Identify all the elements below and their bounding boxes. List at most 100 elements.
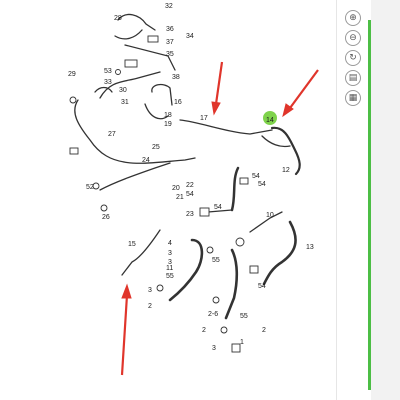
pipe-27 xyxy=(74,99,125,163)
label-13: 13 xyxy=(306,244,314,251)
clip-37 xyxy=(147,35,159,43)
parts-diagram: 28 32 36 37 35 34 29 53 33 30 31 38 16 1… xyxy=(68,3,319,376)
fitting-54 xyxy=(235,237,245,247)
label-3-a: 3 xyxy=(168,250,172,257)
label-15: 15 xyxy=(128,241,136,248)
label-16: 16 xyxy=(174,99,182,106)
label-29: 29 xyxy=(68,71,76,78)
pipe-15 xyxy=(121,229,161,276)
hose-12 xyxy=(270,126,301,176)
label-22: 22 xyxy=(186,182,194,189)
label-35: 35 xyxy=(166,51,174,58)
label-2-a: 2 xyxy=(148,303,152,310)
part-20 xyxy=(199,207,210,217)
clamp-55 xyxy=(206,246,214,254)
bolt-26 xyxy=(100,204,108,212)
hose-lower-center xyxy=(224,248,239,320)
label-2-b: 2 xyxy=(202,327,206,334)
label-55-c: 55 xyxy=(240,313,248,320)
hose-18 xyxy=(144,103,169,120)
hose-13 xyxy=(262,220,297,286)
hose-16 xyxy=(151,83,173,106)
label-14: 14 xyxy=(266,117,274,124)
label-25: 25 xyxy=(152,144,160,151)
label-33: 33 xyxy=(104,79,112,86)
label-4: 4 xyxy=(168,240,172,247)
right-panel xyxy=(371,0,400,400)
hose-10 xyxy=(249,211,283,233)
clamp-2 xyxy=(220,326,228,334)
highlight-marker xyxy=(263,111,277,125)
label-34: 34 xyxy=(186,33,194,40)
pdf-button[interactable]: ▦ xyxy=(345,90,361,106)
pipe-center xyxy=(99,71,161,99)
clamp-55-lower xyxy=(212,296,220,304)
bolt-52 xyxy=(92,182,100,190)
label-52: 52 xyxy=(86,184,94,191)
label-30: 30 xyxy=(119,87,127,94)
label-54-d: 54 xyxy=(214,204,222,211)
label-17: 17 xyxy=(200,115,208,122)
zoom-in-button[interactable]: ⊕ xyxy=(345,10,361,26)
arrow-15-line xyxy=(120,294,129,376)
pipe-24 xyxy=(99,162,171,191)
hose-14 xyxy=(261,135,291,148)
label-54-e: 54 xyxy=(258,283,266,290)
label-23: 23 xyxy=(186,211,194,218)
pipe-25 xyxy=(123,157,196,164)
label-20: 20 xyxy=(172,185,180,192)
label-55-b: 55 xyxy=(166,273,174,280)
label-26: 26 xyxy=(102,214,110,221)
label-19: 19 xyxy=(164,121,172,128)
label-31: 31 xyxy=(121,99,129,106)
label-2-c: 2 xyxy=(262,327,266,334)
accent-strip xyxy=(368,20,371,390)
arrow-17-head xyxy=(211,101,221,116)
bolt-53 xyxy=(115,69,121,75)
label-10: 10 xyxy=(266,212,274,219)
hose-20 xyxy=(207,209,233,213)
arrow-17-line xyxy=(214,61,224,105)
part-54-lower xyxy=(249,265,259,274)
label-54-b: 54 xyxy=(252,173,260,180)
label-54-c: 54 xyxy=(258,181,266,188)
arrow-16-head xyxy=(282,103,294,118)
page-button[interactable]: ▤ xyxy=(345,70,361,86)
label-12: 12 xyxy=(282,167,290,174)
clamp-27 xyxy=(69,147,79,155)
clamp-3 xyxy=(156,284,164,292)
label-1: 1 xyxy=(240,339,244,346)
label-55-a: 55 xyxy=(212,257,220,264)
label-24: 24 xyxy=(142,157,150,164)
label-3-c: 3 xyxy=(148,287,152,294)
label-32: 32 xyxy=(165,3,173,10)
clip-29 xyxy=(69,96,77,104)
pipe-17 xyxy=(179,119,273,135)
label-11: 11 xyxy=(166,265,173,272)
label-2-6: 2-6 xyxy=(208,311,218,318)
label-36: 36 xyxy=(166,26,174,33)
pipe-top xyxy=(124,44,176,71)
hose-top xyxy=(117,13,156,31)
hose-left xyxy=(94,86,113,93)
viewer-toolbar: ⊕ ⊖ ↻ ▤ ▦ xyxy=(336,0,369,400)
label-53: 53 xyxy=(104,68,112,75)
hose-top-2 xyxy=(114,29,143,40)
hose-11 xyxy=(168,238,204,302)
clamp-54 xyxy=(239,177,249,185)
label-37: 37 xyxy=(166,39,174,46)
label-3-d: 3 xyxy=(212,345,216,352)
label-3-b: 3 xyxy=(168,259,172,266)
label-28: 28 xyxy=(114,15,122,22)
bracket-35 xyxy=(124,59,138,68)
hose-22 xyxy=(230,166,240,212)
zoom-out-button[interactable]: ⊖ xyxy=(345,30,361,46)
rotate-button[interactable]: ↻ xyxy=(345,50,361,66)
label-54-a: 54 xyxy=(186,191,194,198)
label-21: 21 xyxy=(176,194,184,201)
arrow-16-line xyxy=(289,69,319,109)
part-1 xyxy=(231,343,241,353)
arrow-15-head xyxy=(121,283,132,299)
label-18: 18 xyxy=(164,112,172,119)
